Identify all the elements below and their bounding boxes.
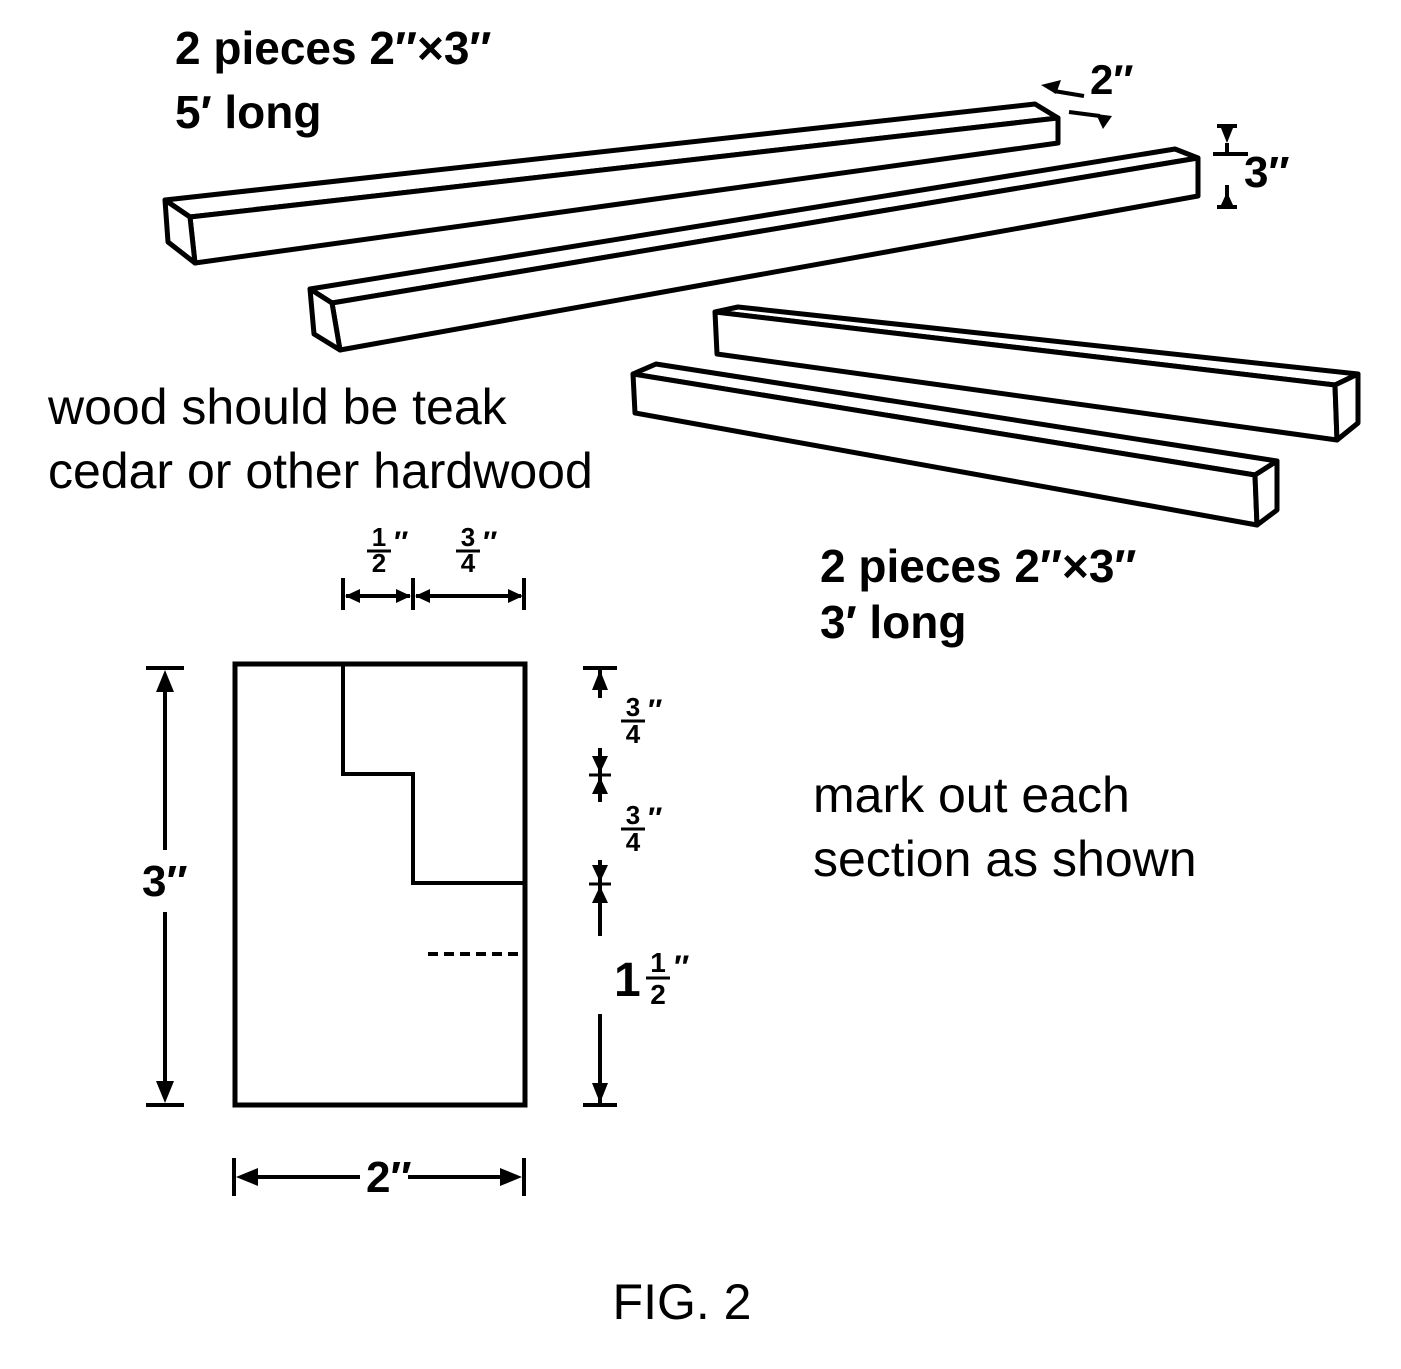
instruction-line2: section as shown (813, 831, 1197, 887)
short-piece-lower (630, 361, 1280, 528)
short-pieces-label-line1: 2 pieces 2″×3″ (820, 540, 1136, 592)
figure-caption: FIG. 2 (613, 1274, 752, 1330)
cross-section-outline (232, 661, 528, 1108)
section-width-label: 2″ (366, 1153, 412, 1202)
top-left-numerator: 1 (372, 522, 386, 552)
long-pieces-label-line1: 2 pieces 2″×3″ (175, 22, 491, 74)
section-height-label: 3″ (142, 857, 188, 906)
short-pieces-label-line2: 3′ long (820, 596, 966, 648)
long-height-label: 3″ (1244, 148, 1290, 197)
bottom-width-dimension (232, 1158, 526, 1196)
long-height-dimension (1213, 124, 1248, 209)
top-right-denominator: 4 (461, 548, 476, 578)
right-lower-denominator: 2 (650, 979, 666, 1010)
right-lower-whole: 1 (614, 954, 641, 1007)
top-right-inch-mark: ″ (483, 526, 497, 559)
top-left-inch-mark: ″ (394, 526, 408, 559)
wood-note-line2: cedar or other hardwood (48, 443, 593, 499)
top-left-fraction: 1 2 ″ (367, 522, 408, 578)
right-middle-numerator: 3 (626, 800, 640, 830)
right-middle-denominator: 4 (626, 827, 641, 857)
short-piece-upper (712, 304, 1361, 443)
instruction-line1: mark out each (813, 767, 1130, 823)
long-pieces-label-line2: 5′ long (175, 86, 321, 138)
long-width-label: 2″ (1090, 56, 1133, 103)
right-lower-mixed-number: 1 1 2 ″ (614, 947, 689, 1010)
right-upper-numerator: 3 (626, 692, 640, 722)
long-piece-upper (162, 101, 1061, 266)
top-width-dimension (341, 578, 526, 610)
right-middle-inch-mark: ″ (648, 802, 662, 835)
long-width-dimension (1041, 80, 1112, 129)
right-upper-inch-mark: ″ (648, 694, 662, 727)
right-middle-fraction: 3 4 ″ (621, 800, 662, 857)
left-height-dimension (146, 666, 184, 1107)
right-upper-denominator: 4 (626, 719, 641, 749)
right-upper-fraction: 3 4 ″ (621, 692, 662, 749)
wood-note-line1: wood should be teak (47, 379, 508, 435)
top-right-fraction: 3 4 ″ (456, 522, 497, 578)
top-right-numerator: 3 (461, 522, 475, 552)
right-lower-inch-mark: ″ (674, 949, 689, 985)
top-left-denominator: 2 (372, 548, 386, 578)
long-piece-lower (307, 146, 1201, 353)
right-lower-numerator: 1 (650, 947, 666, 978)
